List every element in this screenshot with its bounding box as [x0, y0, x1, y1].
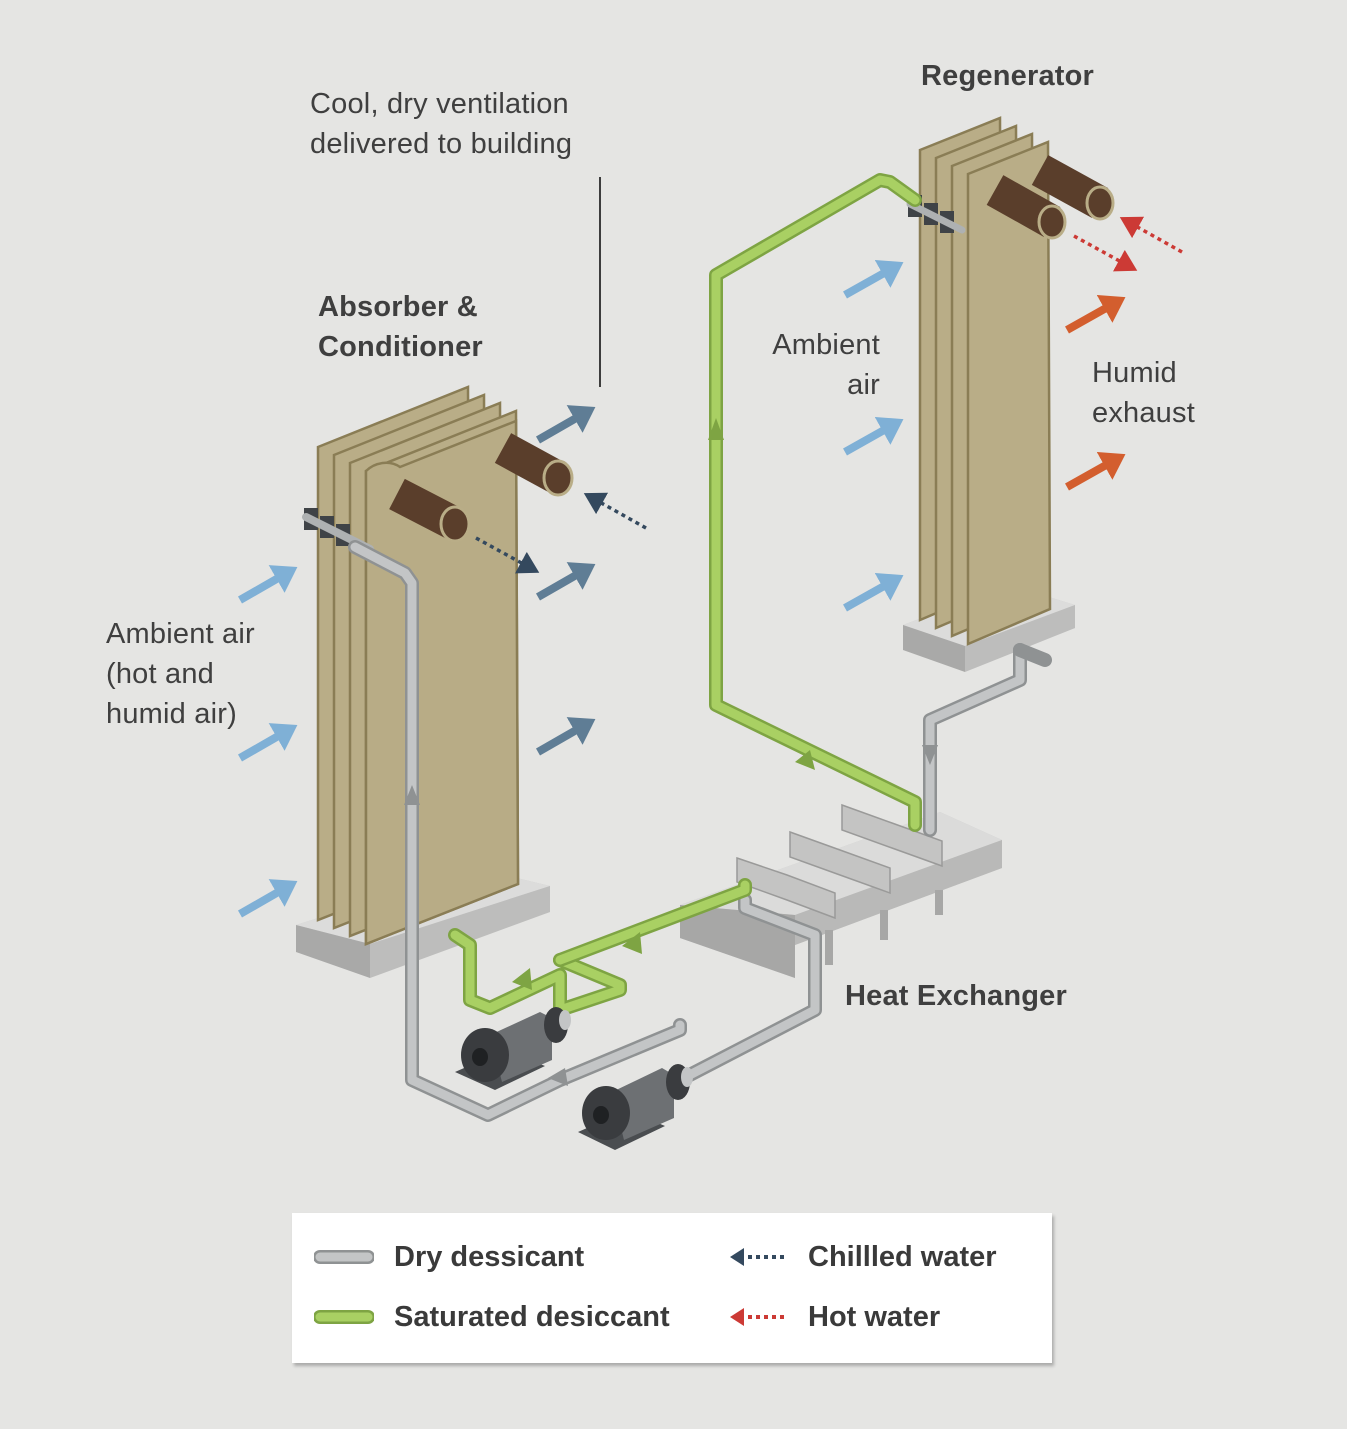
humid-exhaust-label-2: exhaust — [1092, 397, 1195, 429]
absorber-title-2: Conditioner — [318, 331, 483, 363]
ambient-air-arrows-absorber — [238, 565, 298, 918]
ambient-air-arrows-regenerator — [843, 259, 904, 612]
green-line-icon — [314, 1310, 374, 1324]
legend-item-chilled-water: Chillled water — [728, 1237, 997, 1277]
heat-exchanger-title: Heat Exchanger — [845, 980, 1067, 1012]
legend: Dry dessicant Saturated desiccant Chilll… — [292, 1213, 1052, 1363]
cool-dry-ventilation-label-1: Cool, dry ventilation — [310, 88, 569, 120]
pump-upper — [455, 1007, 571, 1090]
legend-item-dry-desiccant: Dry dessicant — [314, 1237, 584, 1277]
ambient-air-absorber-label-3: humid air) — [106, 698, 237, 730]
absorber-title-1: Absorber & — [318, 291, 478, 323]
dry-desiccant-pipes — [348, 540, 1052, 1122]
legend-label-saturated-desiccant: Saturated desiccant — [394, 1300, 670, 1333]
ambient-air-absorber-label-2: (hot and — [106, 658, 215, 690]
regenerator-title: Regenerator — [921, 60, 1095, 92]
legend-label-dry-desiccant: Dry dessicant — [394, 1240, 585, 1273]
cool-dry-ventilation-label-2: delivered to building — [310, 128, 573, 160]
saturated-desiccant-pipes — [448, 173, 922, 1017]
heat-exchanger — [680, 803, 1002, 978]
humid-exhaust-label-1: Humid — [1092, 357, 1177, 389]
legend-item-hot-water: Hot water — [728, 1297, 940, 1337]
absorber-water-pipes — [389, 433, 574, 543]
humid-exhaust-arrows — [1065, 294, 1126, 491]
dotted-red-arrow-icon — [730, 1308, 786, 1326]
regenerator-manifold — [906, 195, 966, 234]
regenerator-water-pipes — [986, 155, 1115, 240]
cool-air-arrows — [536, 405, 596, 756]
regenerator-panels — [918, 116, 1052, 646]
chilled-water-arrows — [475, 492, 647, 574]
legend-item-saturated-desiccant: Saturated desiccant — [314, 1297, 670, 1337]
legend-label-chilled-water: Chillled water — [808, 1240, 997, 1273]
dotted-navy-arrow-icon — [730, 1248, 786, 1266]
ambient-air-regen-label-2: air — [847, 369, 880, 401]
hot-water-arrows — [1073, 216, 1183, 272]
pump-lower — [578, 1064, 693, 1150]
ambient-air-regen-label-1: Ambient — [772, 329, 880, 361]
ambient-air-absorber-label-1: Ambient air — [106, 618, 255, 650]
gray-line-icon — [314, 1250, 374, 1264]
legend-label-hot-water: Hot water — [808, 1300, 941, 1333]
